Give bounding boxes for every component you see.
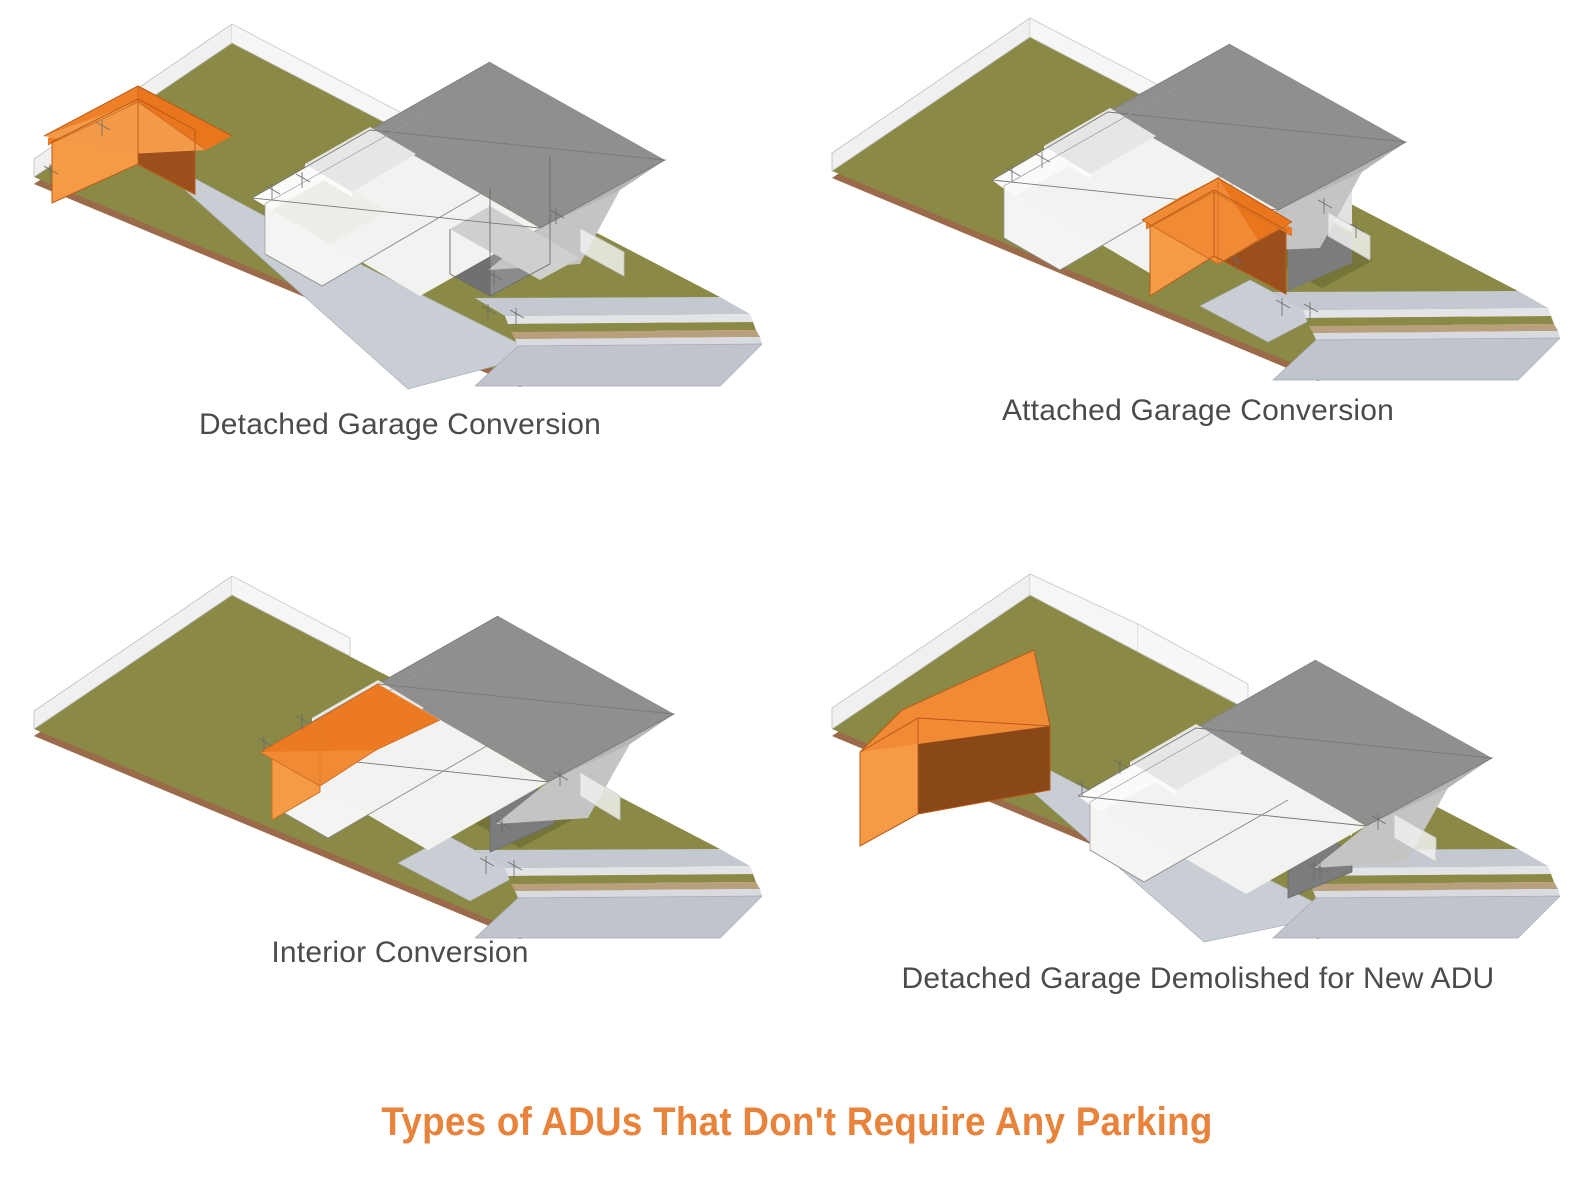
page-title: Types of ADUs That Don't Require Any Par… bbox=[381, 1100, 1213, 1144]
caption-attached-garage-conversion: Attached Garage Conversion bbox=[1001, 394, 1395, 427]
caption-interior-conversion: Interior Conversion bbox=[271, 936, 529, 969]
house-icon bbox=[1077, 659, 1494, 899]
illustration-attached-garage-conversion bbox=[818, 8, 1578, 388]
fence-icon bbox=[579, 227, 625, 277]
fence-icon bbox=[831, 573, 1249, 730]
fence-icon bbox=[33, 575, 351, 730]
illustration-new-detached-adu bbox=[818, 566, 1578, 946]
illustration-interior-conversion bbox=[20, 566, 780, 946]
dimension-ticks bbox=[1075, 758, 1387, 880]
adu-icon bbox=[859, 649, 1051, 847]
fence-icon bbox=[1327, 211, 1371, 261]
fence-icon bbox=[1393, 813, 1437, 863]
adu-icon bbox=[259, 683, 441, 821]
street-icon bbox=[1272, 849, 1561, 939]
caption-detached-garage-conversion: Detached Garage Conversion bbox=[198, 408, 602, 441]
illustration-detached-garage-conversion bbox=[20, 14, 780, 394]
panel-interior-conversion: Interior Conversion bbox=[20, 566, 780, 1036]
street-icon bbox=[1272, 291, 1561, 381]
street-icon bbox=[474, 849, 763, 939]
dimension-ticks bbox=[1005, 152, 1365, 320]
panel-detached-garage-conversion: Detached Garage Conversion bbox=[20, 14, 780, 484]
adu-icon bbox=[43, 85, 233, 204]
dimension-ticks bbox=[257, 714, 569, 878]
street-icon bbox=[474, 297, 763, 387]
panel-attached-garage-conversion: Attached Garage Conversion bbox=[818, 8, 1578, 478]
house-icon bbox=[251, 61, 667, 297]
dimension-ticks bbox=[43, 120, 565, 326]
panel-detached-garage-demolished-for-new-adu: Detached Garage Demolished for New ADU bbox=[818, 566, 1578, 1036]
fence-icon bbox=[579, 771, 621, 821]
adu-icon bbox=[1141, 177, 1293, 297]
caption-detached-garage-demolished: Detached Garage Demolished for New ADU bbox=[901, 962, 1495, 995]
